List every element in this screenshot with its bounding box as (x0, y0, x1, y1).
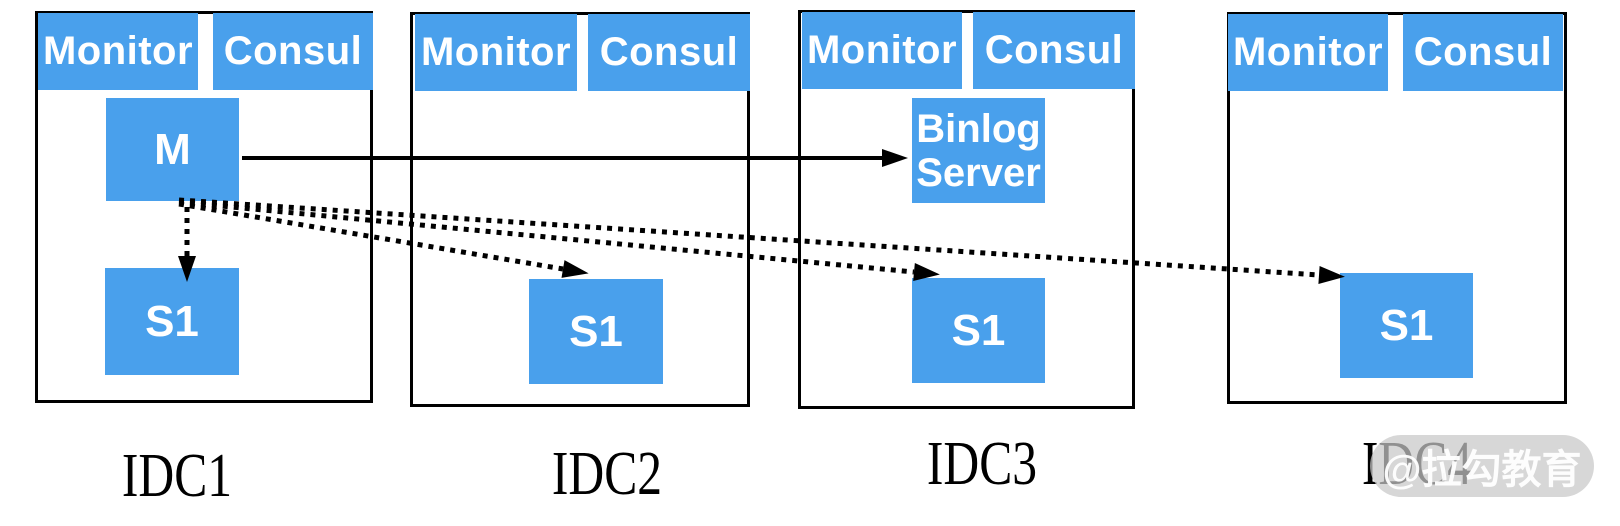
idc1-monitor-block: Monitor (38, 13, 198, 90)
idc2-slave-node: S1 (529, 279, 663, 384)
idc1-label: IDC1 (121, 442, 233, 510)
idc4-slave-node: S1 (1340, 273, 1473, 378)
idc1-slave-node: S1 (105, 268, 239, 375)
idc2-monitor-block: Monitor (415, 14, 577, 91)
idc3-slave-node: S1 (912, 278, 1045, 383)
idc3-consul-block: Consul (973, 12, 1135, 89)
idc2-label: IDC2 (551, 440, 663, 508)
idc3-monitor-block: Monitor (802, 12, 962, 89)
idc2-consul-block: Consul (588, 14, 750, 91)
watermark-badge: @拉勾教育 (1370, 435, 1594, 497)
idc3-label: IDC3 (926, 430, 1038, 498)
idc1-master-node: M (106, 98, 239, 201)
watermark-text: @拉勾教育 (1382, 448, 1582, 492)
idc1-consul-block: Consul (213, 13, 373, 90)
idc3-binlog-server-node: Binlog Server (912, 98, 1045, 203)
idc4-consul-block: Consul (1403, 14, 1563, 91)
idc4-monitor-block: Monitor (1228, 14, 1388, 91)
